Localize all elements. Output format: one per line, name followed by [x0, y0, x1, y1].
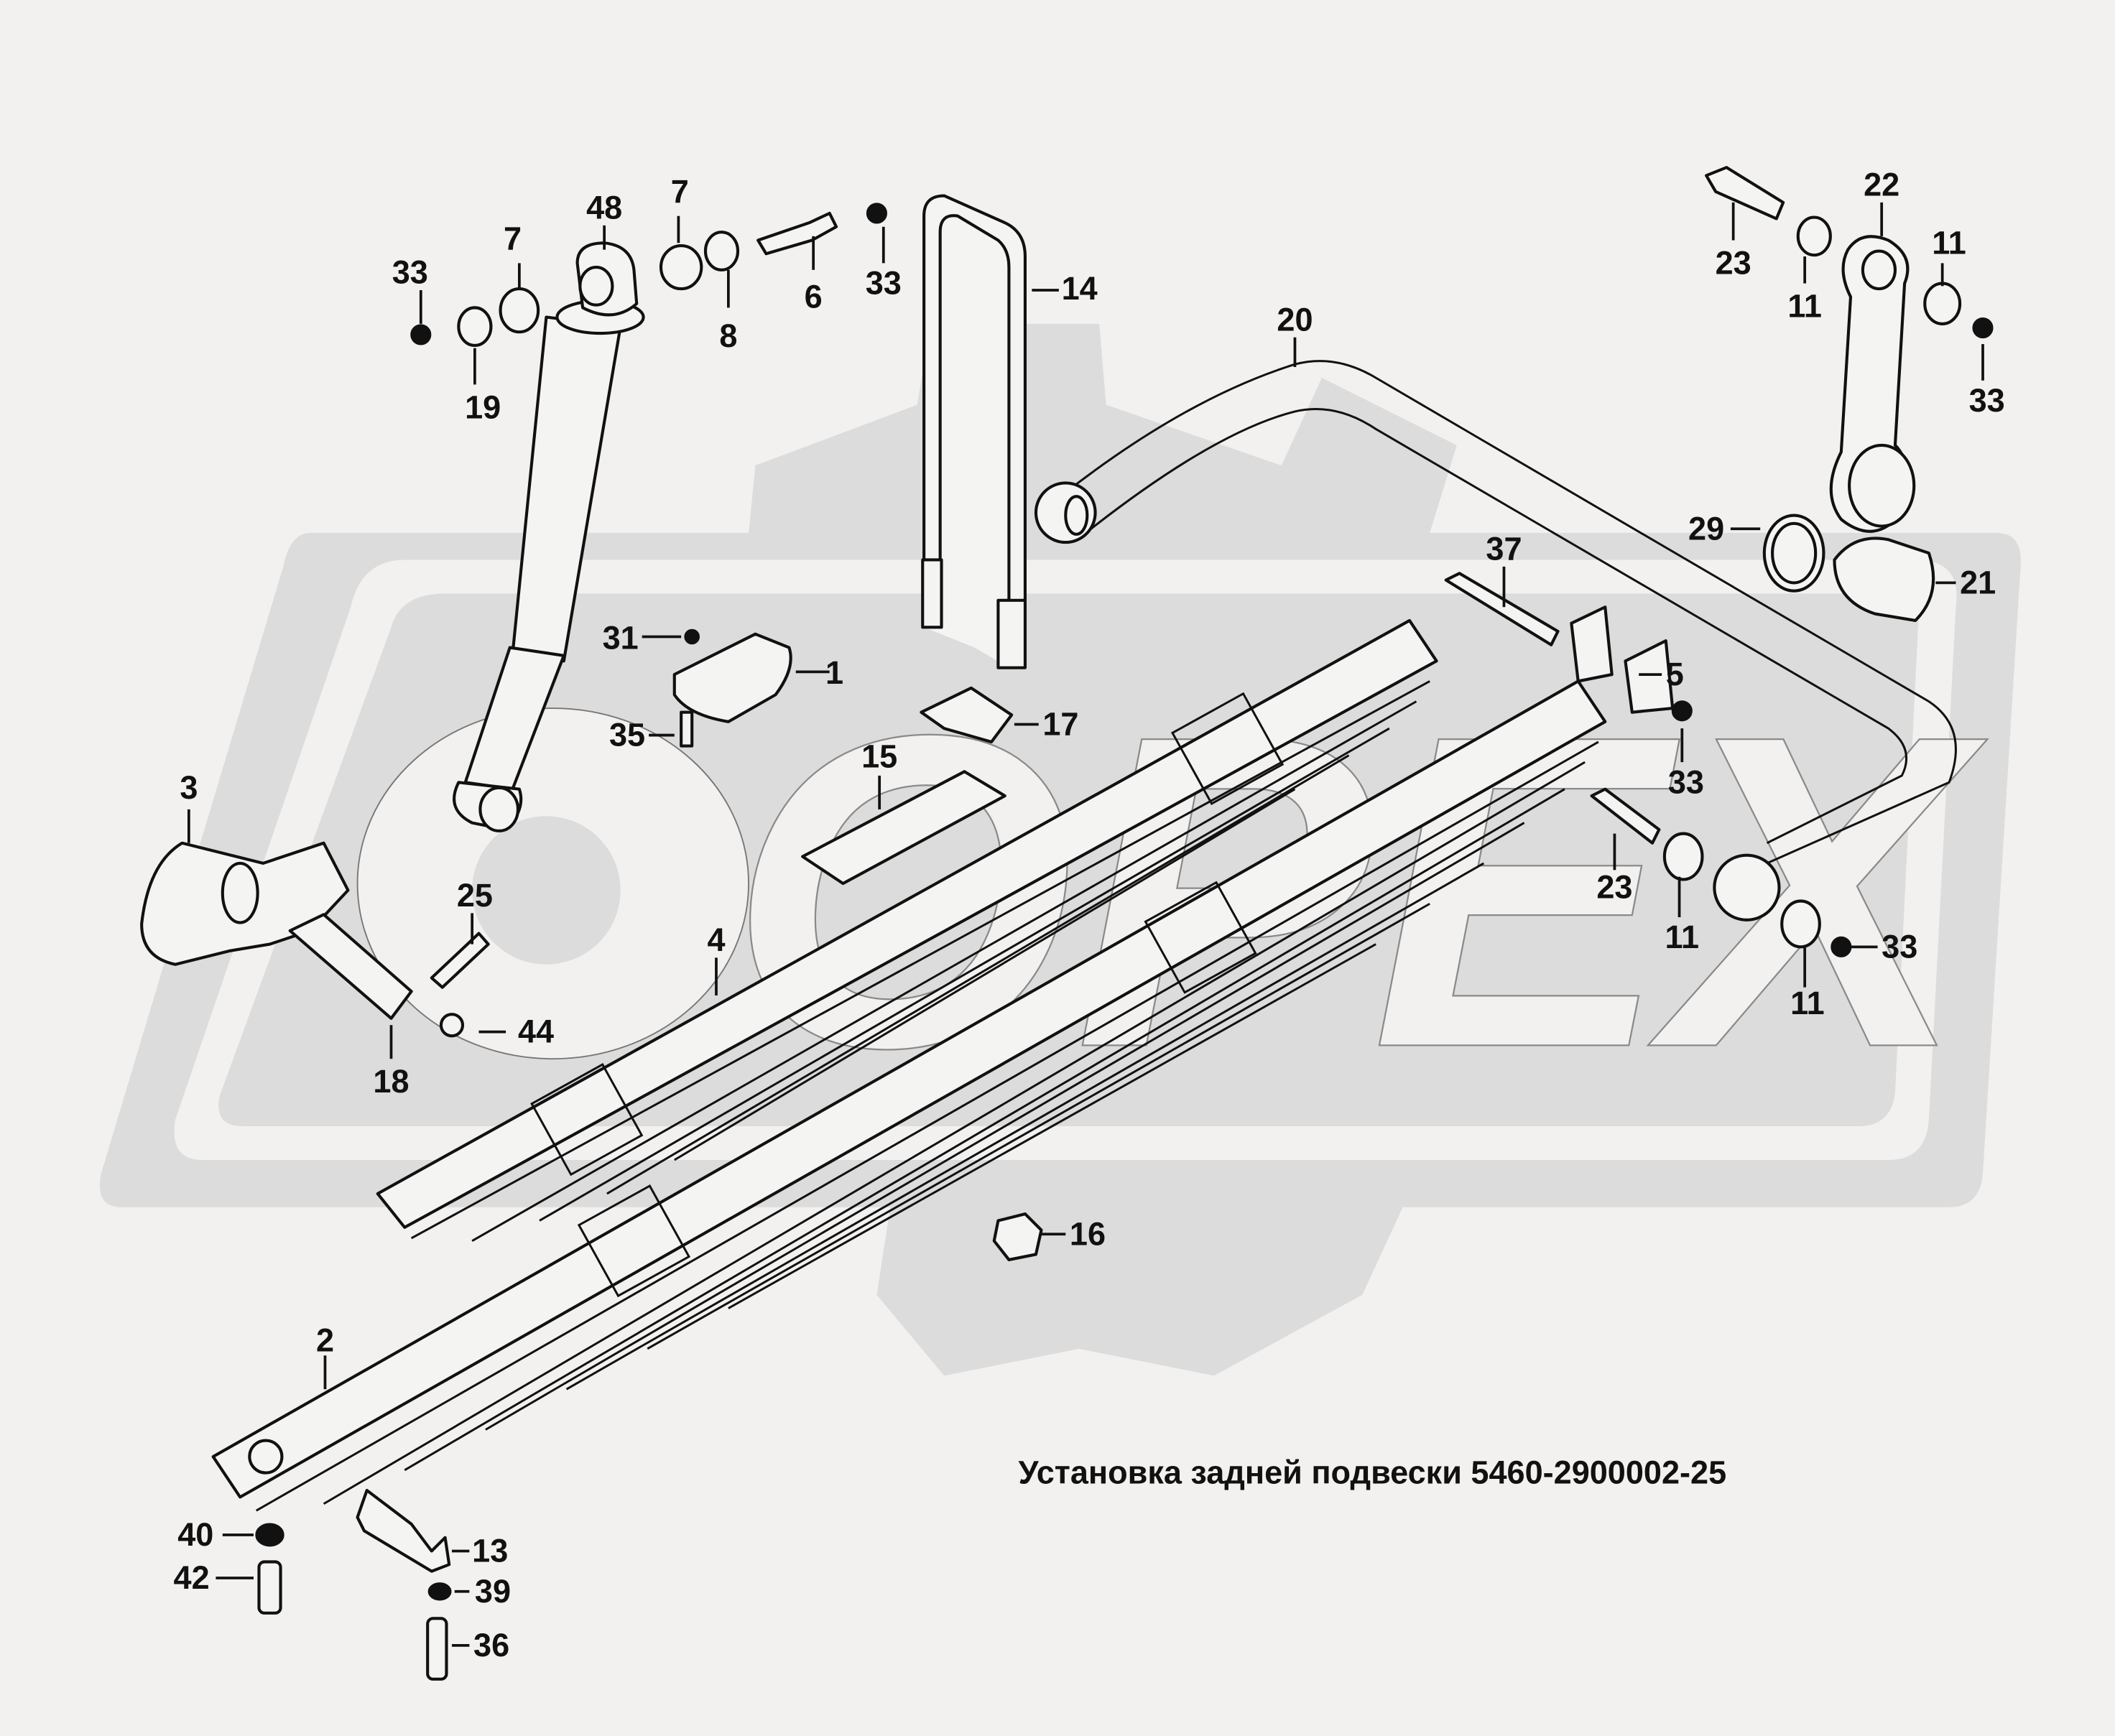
callout-22: 22 [1864, 167, 1899, 203]
plate-15 [801, 770, 1006, 886]
bolt-23b [1590, 787, 1661, 845]
pad-17 [920, 686, 1014, 744]
washer-8 [703, 231, 740, 271]
callout-11: 11 [1787, 288, 1822, 325]
callout-18: 18 [373, 1063, 409, 1100]
leaf-spring-upper [376, 618, 1438, 1242]
callout-44: 44 [518, 1013, 554, 1050]
bracket-3-bore [221, 861, 259, 924]
callout-1: 1 [825, 654, 843, 691]
callout-3: 3 [180, 769, 198, 806]
nut-33e [1831, 936, 1852, 957]
pin-25 [430, 932, 490, 989]
bushing-7b [659, 243, 703, 291]
grease-fitting-44 [439, 1013, 465, 1038]
bushing-21 [1833, 537, 1935, 623]
shock-absorber [453, 241, 645, 832]
callout-14: 14 [1062, 270, 1098, 307]
callout-7: 7 [671, 173, 689, 210]
callout-31: 31 [603, 619, 639, 656]
callout-39: 39 [475, 1573, 511, 1610]
callout-21: 21 [1960, 564, 1996, 600]
callout-48: 48 [586, 189, 622, 226]
washer-39 [427, 1582, 452, 1601]
bolt-36 [426, 1617, 448, 1681]
callout-33: 33 [392, 254, 428, 291]
ring-29-inner [1771, 521, 1818, 585]
callout-11: 11 [1932, 224, 1966, 261]
nut-33b [866, 203, 887, 224]
callout-4: 4 [707, 922, 725, 958]
callout-19: 19 [465, 389, 501, 425]
callout-7: 7 [504, 221, 522, 257]
bolt-35 [680, 710, 694, 748]
diagram-title: Установка задней подвески 5460-2900002-2… [1019, 1454, 1727, 1491]
watermark-letter-o-hole [472, 816, 621, 965]
callout-8: 8 [719, 317, 737, 354]
callout-29: 29 [1688, 510, 1724, 547]
bushing-11a [1796, 215, 1832, 257]
callout-33: 33 [1668, 763, 1704, 800]
washer-19 [457, 306, 493, 348]
buffer-1 [672, 632, 792, 723]
callout-35: 35 [609, 717, 645, 753]
stabilizer-link [1829, 235, 1916, 533]
callout-23: 23 [1716, 244, 1751, 281]
callout-37: 37 [1486, 530, 1522, 567]
nut-16 [992, 1212, 1043, 1261]
callout-33: 33 [1969, 382, 2005, 419]
callout-33: 33 [866, 265, 902, 302]
callout-6: 6 [805, 278, 823, 315]
bolt-42 [257, 1560, 282, 1615]
callout-17: 17 [1042, 706, 1078, 743]
callout-20: 20 [1277, 301, 1313, 338]
callout-23: 23 [1596, 869, 1632, 906]
bushing-7a [499, 287, 540, 334]
callout-11: 11 [1665, 919, 1699, 955]
callout-25: 25 [457, 877, 493, 914]
stabilizer-bar [1034, 360, 1957, 922]
callout-13: 13 [472, 1533, 508, 1569]
spring-pin-18 [288, 913, 413, 1020]
callout-11: 11 [1790, 985, 1825, 1021]
bracket-5a [1570, 605, 1614, 683]
bolt-37 [1444, 572, 1560, 646]
nut-33a [410, 324, 432, 345]
callout-2: 2 [316, 1322, 334, 1359]
watermark-letter-o-outline [356, 707, 749, 1060]
bushing-11c [1662, 832, 1704, 881]
callout-36: 36 [473, 1627, 509, 1663]
bushing-11b [1923, 282, 1962, 325]
clip-13 [356, 1488, 451, 1573]
washer-40 [255, 1523, 284, 1547]
callout-42: 42 [174, 1559, 210, 1596]
callout-15: 15 [861, 738, 897, 775]
nut-33c [1972, 317, 1994, 339]
nut-31 [684, 628, 700, 645]
nut-33d [1671, 700, 1693, 722]
bushing-11d [1780, 899, 1821, 949]
bolt-23a [1705, 166, 1785, 221]
leaf-spring-lower [211, 679, 1607, 1512]
u-bolt [921, 194, 1027, 669]
pin-6 [756, 211, 838, 256]
callout-40: 40 [177, 1516, 213, 1553]
callout-labels: 33 19 7 48 7 8 6 33 14 20 23 11 22 11 33… [174, 167, 2005, 1663]
callout-16: 16 [1070, 1215, 1106, 1252]
leader-lines [187, 202, 1984, 1647]
callout-33: 33 [1882, 928, 1917, 965]
callout-5: 5 [1666, 656, 1684, 692]
